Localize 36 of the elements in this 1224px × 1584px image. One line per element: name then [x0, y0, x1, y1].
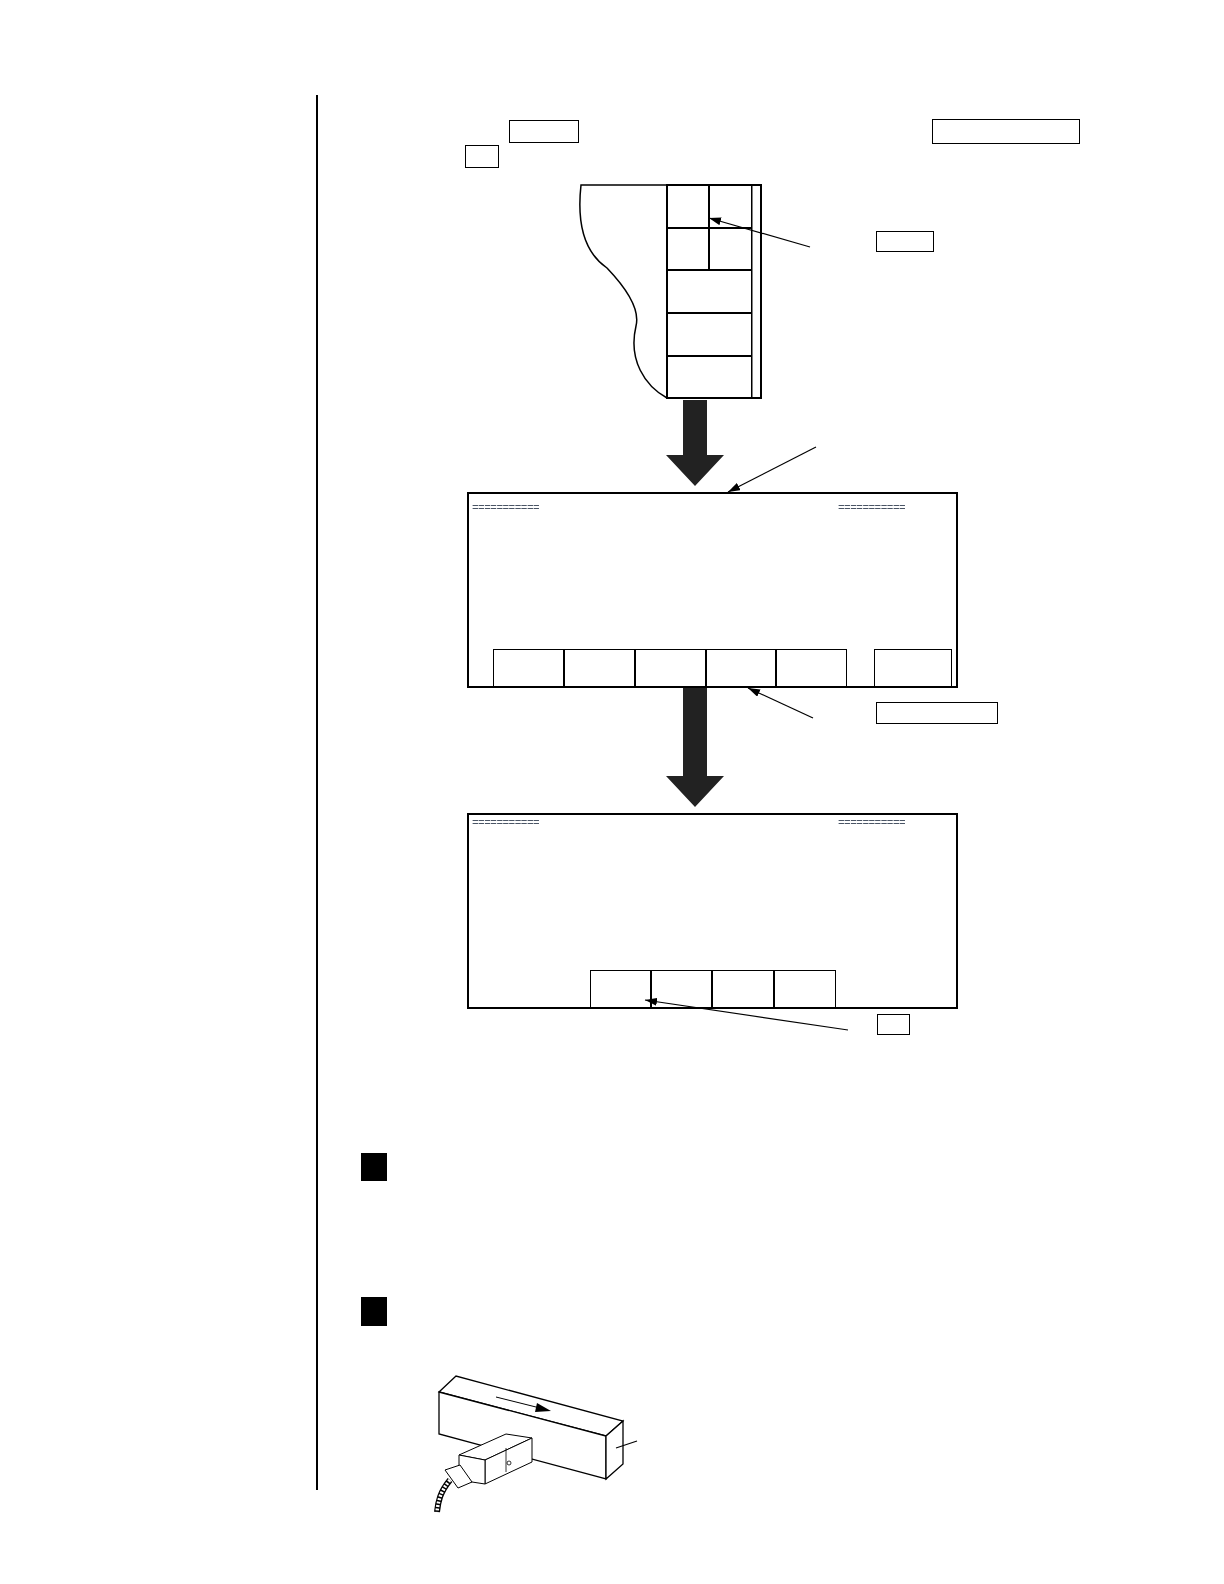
leader-arrow: [747, 687, 814, 719]
soft-key: [874, 649, 952, 688]
key-symbol: [876, 702, 998, 724]
key-symbol: [877, 1014, 910, 1035]
display-screen: [467, 813, 958, 1009]
key-symbol: [932, 119, 1080, 144]
block-arrow: [666, 688, 724, 807]
leader-arrow: [644, 997, 849, 1031]
soft-key: [776, 649, 847, 688]
key: [709, 185, 752, 228]
key: [667, 228, 709, 270]
placeholder-text: ===========: [472, 818, 540, 829]
leader-arrow: [708, 217, 811, 248]
key: [709, 228, 752, 270]
soft-key: [706, 649, 776, 688]
soft-key: [651, 970, 712, 1009]
soft-key: [493, 649, 564, 688]
key: [667, 270, 752, 313]
soft-key: [590, 970, 651, 1009]
key-symbol: [876, 231, 934, 252]
key: [667, 313, 752, 356]
leader-line: [615, 1440, 638, 1449]
soft-key: [635, 649, 706, 688]
key-symbol: [465, 145, 499, 168]
soft-key: [712, 970, 774, 1009]
placeholder-text: ===========: [838, 818, 906, 829]
placeholder-text: ===========: [472, 503, 540, 514]
block-arrow: [666, 400, 724, 486]
display-screen: [467, 492, 958, 688]
soft-key: [564, 649, 635, 688]
soft-key: [774, 970, 836, 1009]
key: [667, 185, 709, 228]
leader-arrow: [727, 446, 817, 493]
key-symbol: [509, 120, 579, 143]
key: [667, 356, 752, 398]
placeholder-text: ===========: [838, 503, 906, 514]
